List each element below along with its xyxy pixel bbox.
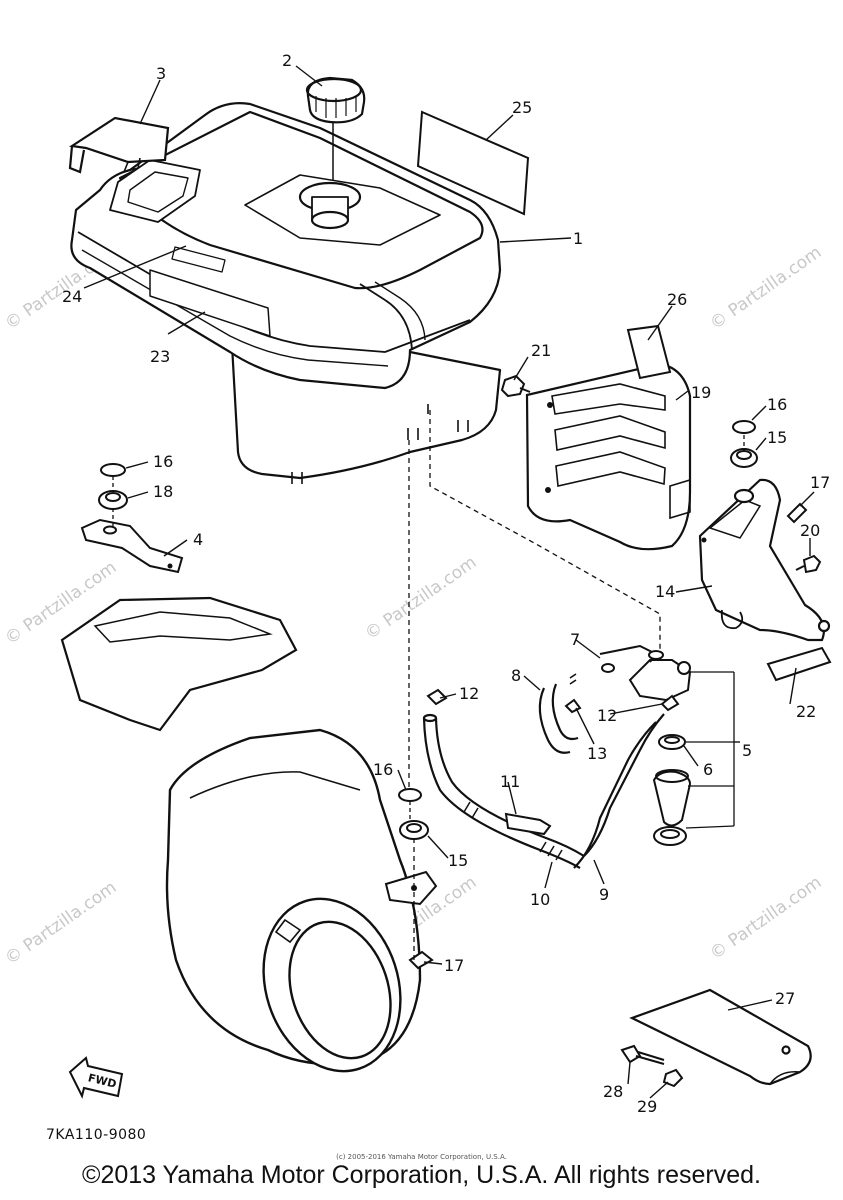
fwd-arrow-icon: FWD [68,1056,124,1099]
decal-plate [416,110,530,216]
callout-10: 10 [530,890,550,909]
clip-13 [564,698,582,714]
callout-12: 12 [459,684,479,703]
callout-7: 7 [570,630,580,649]
bolt-nut [620,1044,684,1088]
callout-8: 8 [511,666,521,685]
callout-28: 28 [603,1082,623,1101]
cover-plate [68,116,170,174]
small-clips [426,688,552,836]
callout-22: 22 [796,702,816,721]
callout-19: 19 [691,383,711,402]
fuel-tank [70,102,502,484]
callout-29: 29 [637,1097,657,1116]
small-copyright-notice: (c) 2005-2016 Yamaha Motor Corporation, … [336,1153,507,1161]
callout-23: 23 [150,347,170,366]
callout-6: 6 [703,760,713,779]
bolt-21 [500,374,531,398]
callout-5: 5 [742,741,752,760]
copyright-notice: ©2013 Yamaha Motor Corporation, U.S.A. A… [82,1161,761,1189]
nut-29 [662,1068,684,1088]
callout-24: 24 [62,287,82,306]
decal-small [626,324,672,380]
diagram-code: 7KA110-9080 [46,1127,147,1143]
clip-12b [660,694,680,712]
callout-14: 14 [655,582,675,601]
clip-17 [786,502,808,524]
callout-2: 2 [282,51,292,70]
callout-15-center: 15 [448,851,468,870]
callout-3: 3 [156,64,166,83]
callout-12-right: 12 [597,706,617,725]
callout-17: 17 [810,473,830,492]
watermark: © Partzilla.com [706,872,825,964]
leader-lines [83,65,815,1099]
callout-16: 16 [767,395,787,414]
callout-9: 9 [599,885,609,904]
fuel-hoses [422,683,665,869]
callout-21: 21 [531,341,551,360]
callout-17-center: 17 [444,956,464,975]
callout-16-left: 16 [153,452,173,471]
heat-shield [525,362,692,551]
callout-27: 27 [775,989,795,1008]
callout-1: 1 [573,229,583,248]
strainer [652,770,692,827]
callout-4: 4 [193,530,203,549]
callout-13: 13 [587,744,607,763]
watermark: © Partzilla.com [1,877,120,969]
washer-16 [732,420,756,434]
callout-15: 15 [767,428,787,447]
fuel-cock-assembly [564,644,735,846]
watermark: © Partzilla.com [361,552,480,644]
bolt-28 [620,1044,642,1064]
callout-20: 20 [800,521,820,540]
callout-16-center: 16 [373,760,393,779]
watermark: © Partzilla.com [706,242,825,334]
fan-housing [165,728,422,1073]
mount-left [80,463,184,574]
callout-18: 18 [153,482,173,501]
fuel-cap [305,76,366,180]
bracket-14 [698,478,831,642]
callout-numbers: 3 2 25 1 24 23 26 21 19 16 15 17 20 14 2… [62,51,830,1116]
bolt-20 [802,554,822,574]
callout-26: 26 [667,290,687,309]
fan-shroud-plate [60,596,298,732]
mount-center [384,788,438,970]
pad-22 [766,646,832,682]
callout-25: 25 [512,98,532,117]
callout-11: 11 [500,772,520,791]
assembly-lines [112,410,745,960]
screw-7 [601,663,615,673]
tray-27 [629,988,812,1086]
hardware-right [730,420,822,574]
